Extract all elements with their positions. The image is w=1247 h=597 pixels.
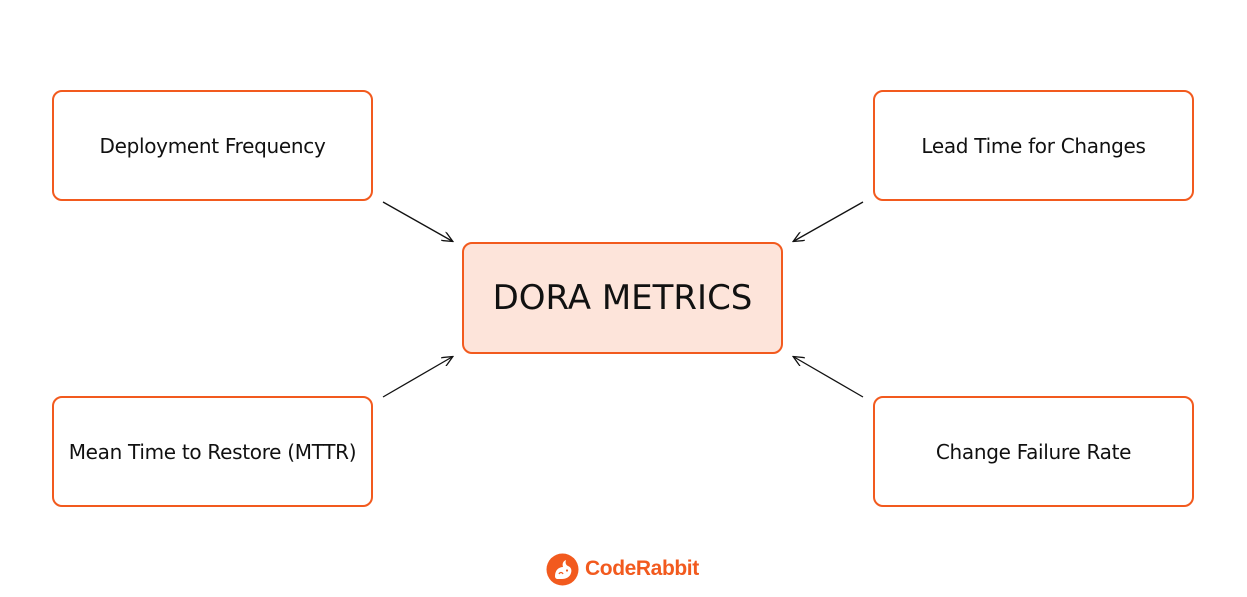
arrow-lead-time <box>794 201 864 241</box>
node-label: Change Failure Rate <box>935 439 1132 464</box>
coderabbit-logo: CodeRabbit <box>546 552 699 586</box>
rabbit-icon <box>546 553 579 585</box>
node-change-failure-rate: Change Failure Rate <box>873 396 1194 507</box>
node-label: Mean Time to Restore (MTTR) <box>68 439 357 464</box>
node-dora-metrics: DORA METRICS <box>462 242 783 354</box>
node-deployment-frequency: Deployment Frequency <box>52 90 373 201</box>
arrow-deployment-frequency <box>382 201 452 241</box>
center-label: DORA METRICS <box>492 278 753 318</box>
arrow-change-failure-rate <box>794 357 864 398</box>
arrow-mttr <box>382 357 452 398</box>
node-lead-time-for-changes: Lead Time for Changes <box>873 90 1194 201</box>
logo-text: CodeRabbit <box>585 557 699 580</box>
node-label: Deployment Frequency <box>99 133 326 158</box>
node-label: Lead Time for Changes <box>921 133 1146 158</box>
node-mttr: Mean Time to Restore (MTTR) <box>52 396 373 507</box>
